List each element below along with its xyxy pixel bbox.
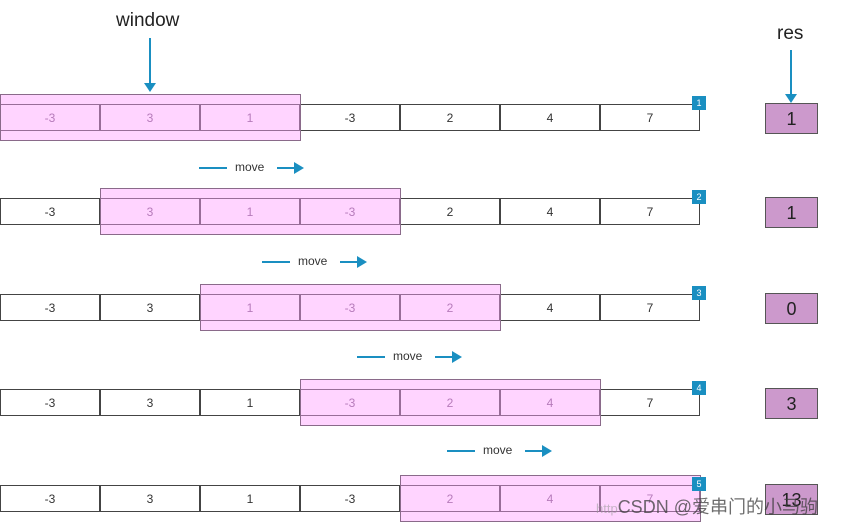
result-box: 13 <box>765 484 818 515</box>
window-highlight <box>0 94 301 141</box>
res-label: res <box>777 23 804 44</box>
step-badge: 2 <box>692 190 706 204</box>
move-line-left <box>262 261 290 263</box>
array-cell: -3 <box>300 485 400 512</box>
arrow-right-icon <box>452 351 462 363</box>
array-cell: 3 <box>100 104 200 131</box>
move-line-right <box>435 356 453 358</box>
array-cell: 4 <box>500 294 600 321</box>
array-cell: 7 <box>600 294 700 321</box>
array-cell: -3 <box>300 198 400 225</box>
move-arrow: move <box>262 252 368 272</box>
array-cell: -3 <box>0 294 100 321</box>
step-badge: 5 <box>692 477 706 491</box>
result-box: 1 <box>765 197 818 228</box>
move-arrow: move <box>199 158 305 178</box>
array-cell: -3 <box>300 104 400 131</box>
move-label: move <box>235 160 265 174</box>
window-highlight <box>300 379 601 426</box>
array-cell: 1 <box>200 294 300 321</box>
result-box: 0 <box>765 293 818 324</box>
array-cell: -3 <box>0 485 100 512</box>
move-label: move <box>393 349 423 363</box>
array-cell: 4 <box>500 389 600 416</box>
step-badge: 4 <box>692 381 706 395</box>
array-cell: 7 <box>600 485 700 512</box>
array-cell: 1 <box>200 198 300 225</box>
move-line-left <box>199 167 227 169</box>
array-cell: 7 <box>600 104 700 131</box>
array-cell: 1 <box>200 389 300 416</box>
step-badge: 1 <box>692 96 706 110</box>
array-cell: 7 <box>600 389 700 416</box>
window-pointer-arrow-icon <box>144 38 156 92</box>
array-cell: 1 <box>200 485 300 512</box>
array-cell: -3 <box>300 389 400 416</box>
move-arrow: move <box>447 441 553 461</box>
arrow-right-icon <box>357 256 367 268</box>
window-highlight <box>100 188 401 235</box>
array-cell: 4 <box>500 104 600 131</box>
arrow-right-icon <box>542 445 552 457</box>
step-badge: 3 <box>692 286 706 300</box>
array-cell: -3 <box>0 104 100 131</box>
res-pointer-arrow-icon <box>785 50 797 103</box>
move-label: move <box>298 254 328 268</box>
move-line-right <box>277 167 295 169</box>
array-cell: 2 <box>400 104 500 131</box>
array-cell: 2 <box>400 389 500 416</box>
window-highlight <box>200 284 501 331</box>
result-box: 3 <box>765 388 818 419</box>
array-cell: 3 <box>100 485 200 512</box>
array-cell: -3 <box>300 294 400 321</box>
watermark: httpCSDN @爱串门的小马驹 <box>596 493 818 519</box>
window-highlight <box>400 475 701 522</box>
array-cell: 4 <box>500 485 600 512</box>
move-line-right <box>340 261 358 263</box>
move-line-left <box>447 450 475 452</box>
array-cell: 4 <box>500 198 600 225</box>
move-line-right <box>525 450 543 452</box>
arrow-right-icon <box>294 162 304 174</box>
move-label: move <box>483 443 513 457</box>
result-box: 1 <box>765 103 818 134</box>
watermark-faint-text: http <box>596 501 618 516</box>
array-cell: 2 <box>400 294 500 321</box>
array-cell: 3 <box>100 294 200 321</box>
array-cell: 1 <box>200 104 300 131</box>
window-label: window <box>116 10 180 31</box>
array-cell: 3 <box>100 198 200 225</box>
array-cell: -3 <box>0 198 100 225</box>
watermark-text: CSDN @爱串门的小马驹 <box>617 497 818 517</box>
array-cell: 2 <box>400 198 500 225</box>
move-arrow: move <box>357 347 463 367</box>
array-cell: 7 <box>600 198 700 225</box>
array-cell: 3 <box>100 389 200 416</box>
move-line-left <box>357 356 385 358</box>
array-cell: -3 <box>0 389 100 416</box>
